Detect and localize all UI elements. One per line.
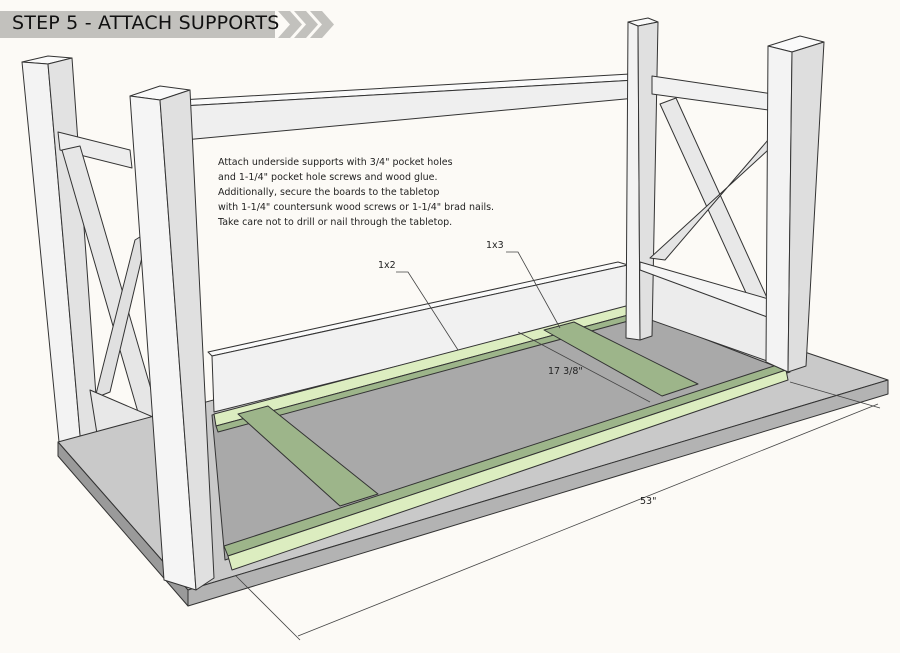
back-left-leg xyxy=(21,55,101,459)
dimension-53 xyxy=(297,403,879,637)
instructions-note: Attach underside supports with 3/4" pock… xyxy=(218,155,494,230)
instruction-line: Additionally, secure the boards to the t… xyxy=(218,187,440,198)
right-x-brace xyxy=(639,75,801,319)
instruction-line: Take care not to drill or nail through t… xyxy=(218,217,453,228)
step-banner-bar xyxy=(0,11,334,38)
back-right-leg xyxy=(625,17,659,341)
left-1x3-support xyxy=(237,405,379,507)
front-1x2-support xyxy=(223,363,789,571)
label-53: 53" xyxy=(640,496,657,507)
label-17-3-8: 17 3/8" xyxy=(548,366,583,377)
instruction-line: and 1-1/4" pocket hole screws and wood g… xyxy=(218,172,438,183)
front-right-leg xyxy=(765,35,825,373)
top-rail xyxy=(179,73,637,141)
leader-1x2 xyxy=(396,271,459,351)
instruction-line: Attach underside supports with 3/4" pock… xyxy=(218,157,453,168)
label-1x3: 1x3 xyxy=(486,240,504,251)
label-1x2: 1x2 xyxy=(378,260,396,271)
front-left-leg xyxy=(129,85,215,591)
dimension-17-3-8 xyxy=(517,331,651,403)
step-title: STEP 5 - ATTACH SUPPORTS xyxy=(12,12,280,34)
instruction-line: with 1-1/4" countersunk wood screws or 1… xyxy=(218,202,495,213)
leader-1x3 xyxy=(506,251,561,329)
right-1x3-support xyxy=(543,321,699,397)
